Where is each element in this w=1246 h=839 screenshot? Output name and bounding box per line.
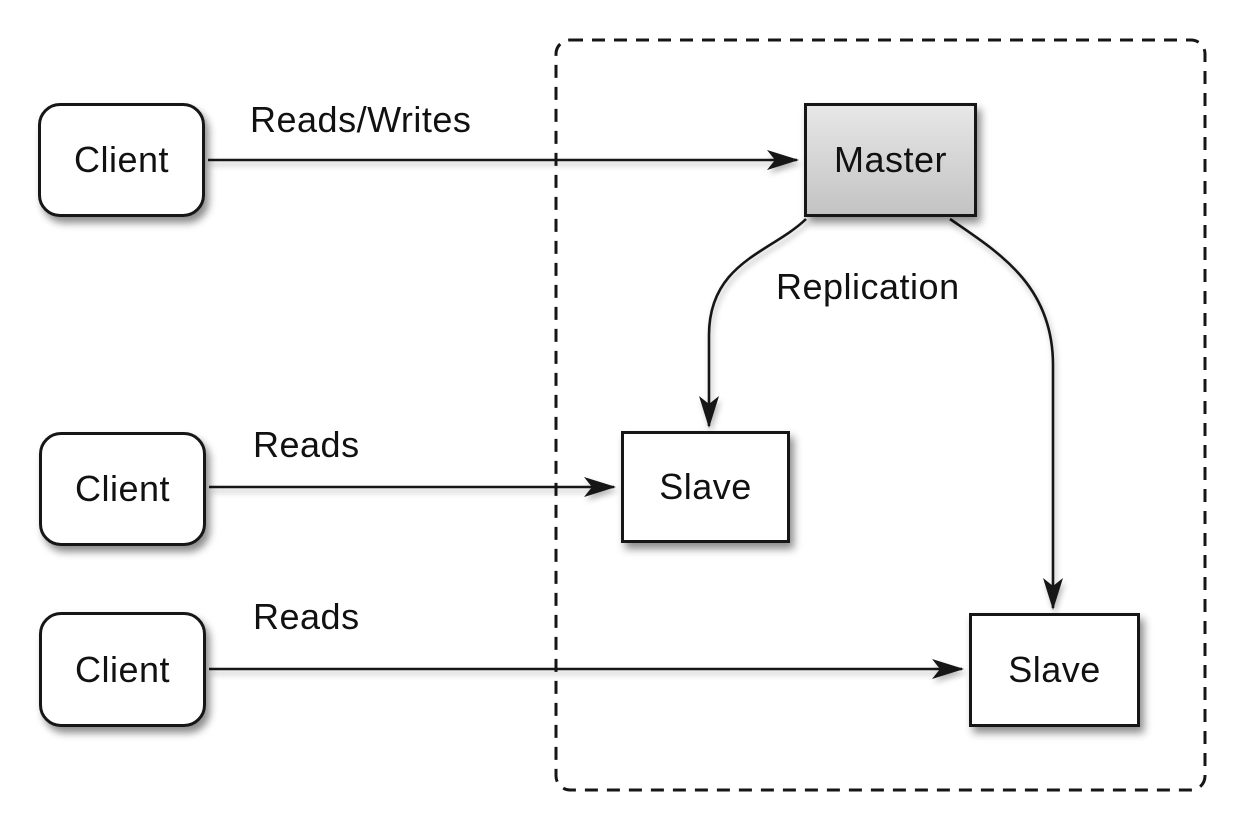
node-master-label: Master [833, 139, 948, 180]
edge-label-reads-bottom: Reads [253, 596, 360, 637]
node-client-3: Client [39, 612, 206, 727]
node-client-1: Client [38, 103, 205, 217]
node-slave-1-label: Slave [659, 466, 752, 507]
node-client-1-label: Client [73, 139, 170, 180]
node-slave-2-label: Slave [1008, 649, 1101, 690]
edge-label-reads-writes: Reads/Writes [250, 99, 472, 140]
node-slave-2: Slave [969, 613, 1140, 727]
edge-master-to-slave1-replication [699, 218, 807, 428]
edge-label-reads-middle: Reads [253, 424, 360, 465]
node-master: Master [804, 103, 977, 217]
node-client-2: Client [39, 432, 206, 546]
edge-master-to-slave2-replication [949, 217, 1063, 610]
node-client-2-label: Client [74, 468, 171, 509]
node-slave-1: Slave [621, 431, 790, 543]
node-client-3-label: Client [74, 648, 171, 690]
edge-label-replication: Replication [776, 266, 960, 307]
